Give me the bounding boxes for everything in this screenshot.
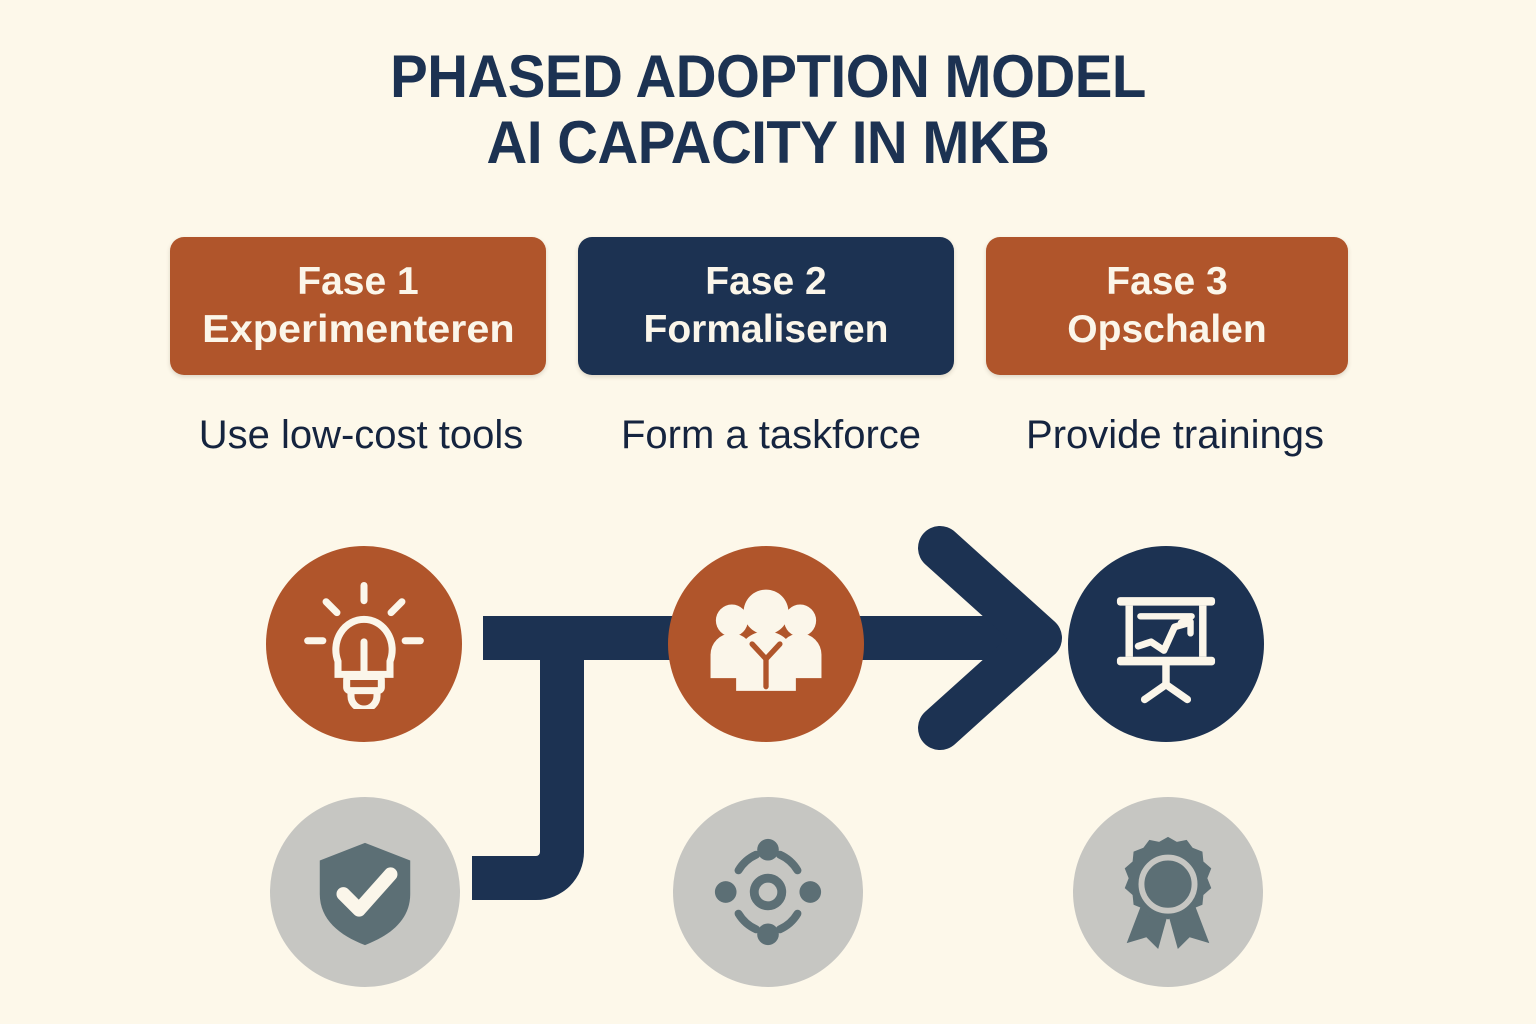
phase-badge-3[interactable]: Fase 3 Opschalen [986, 237, 1348, 375]
connector-arrow-tail [900, 616, 1030, 660]
phase-caption-1: Use low-cost tools [198, 413, 524, 457]
page-title: PHASED ADOPTION MODEL AI CAPACITY IN MKB [0, 44, 1536, 176]
presentation-chart-icon [1116, 597, 1216, 704]
phase-3-top-icon-circle [1068, 546, 1264, 742]
phase-badge-3-label: Opschalen [1067, 308, 1267, 351]
shield-check-icon [319, 842, 411, 946]
network-hub-icon [714, 838, 822, 946]
phase-badge-row: Fase 1 Experimenteren Fase 2 Formalisere… [0, 237, 1536, 375]
phase-badge-3-number: Fase 3 [1106, 260, 1228, 303]
phase-badge-2-number: Fase 2 [705, 260, 827, 303]
phase-badge-1[interactable]: Fase 1 Experimenteren [170, 237, 546, 375]
phase-caption-3: Provide trainings [1026, 413, 1324, 457]
phase-2-top-icon-circle [668, 546, 864, 742]
phase-badge-2-label: Formaliseren [643, 308, 889, 351]
phase-badge-1-label: Experimenteren [201, 308, 515, 351]
award-rosette-icon [1124, 836, 1212, 950]
title-line-2: AI CAPACITY IN MKB [486, 109, 1050, 176]
phase-3-bottom-icon-circle [1073, 797, 1263, 987]
people-group-icon [710, 589, 822, 691]
phase-1-bottom-icon-circle [270, 797, 460, 987]
phase-2-bottom-icon-circle [673, 797, 863, 987]
lightbulb-icon [304, 581, 424, 709]
title-line-1: PHASED ADOPTION MODEL [390, 43, 1146, 110]
arrowhead-icon [918, 526, 1062, 750]
phase-1-top-icon-circle [266, 546, 462, 742]
connector-branch-down [472, 616, 584, 900]
phase-badge-1-number: Fase 1 [297, 260, 419, 303]
phase-badge-2[interactable]: Fase 2 Formaliseren [578, 237, 954, 375]
phase-caption-2: Form a taskforce [620, 413, 922, 457]
